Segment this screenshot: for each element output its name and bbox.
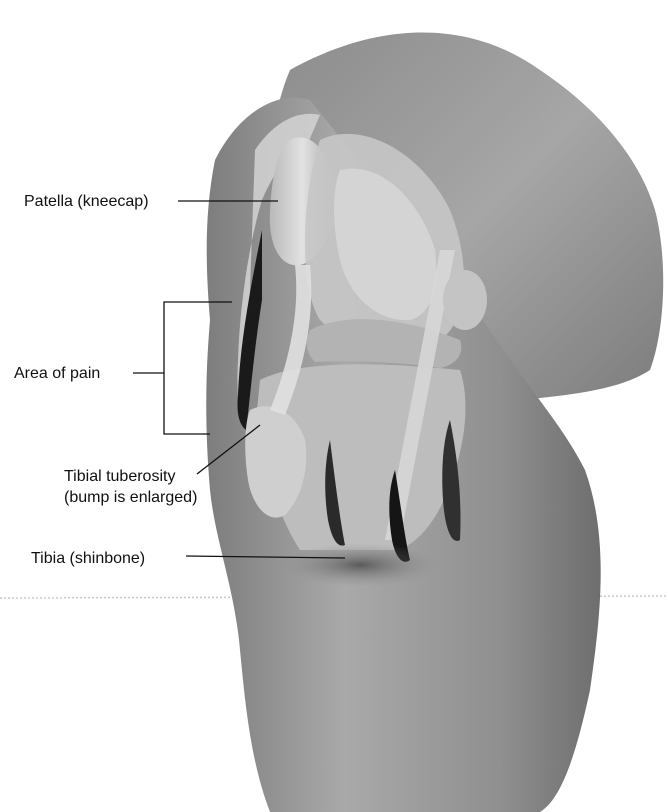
knee-shadow [280,543,440,587]
patella-label: Patella (kneecap) [24,191,149,212]
tibial-tuberosity-label: Tibial tuberosity [64,466,175,487]
tibial-tuberosity-note: (bump is enlarged) [64,487,197,508]
lateral-bump [443,270,487,330]
tibia-label: Tibia (shinbone) [31,548,145,569]
area-of-pain-label: Area of pain [14,363,100,384]
